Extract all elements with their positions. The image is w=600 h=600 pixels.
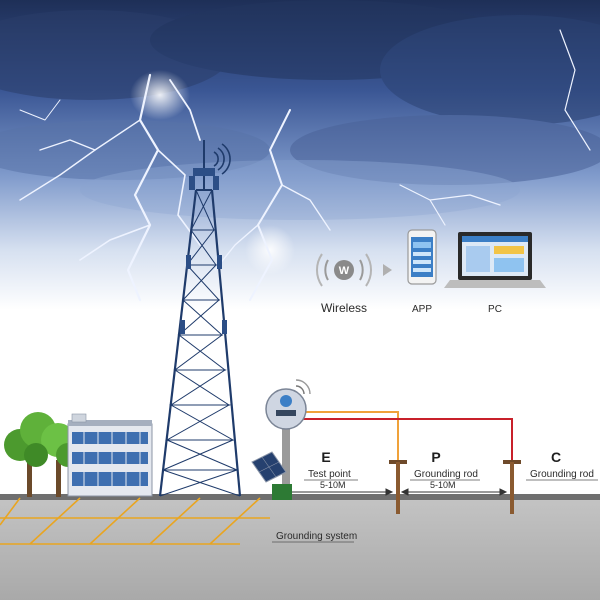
solar-panel bbox=[251, 451, 287, 483]
lightning-bolts bbox=[19, 29, 591, 302]
smartphone-icon bbox=[407, 229, 437, 285]
app-label: APP bbox=[412, 304, 432, 315]
junction-box bbox=[272, 484, 292, 500]
grounding-rod-p bbox=[389, 460, 407, 514]
distance-p-c-label: 5-10M bbox=[430, 480, 456, 490]
wireless-label: Wireless bbox=[321, 301, 367, 315]
grounding-system-label: Grounding system bbox=[276, 531, 357, 542]
wireless-icon bbox=[315, 253, 373, 287]
laptop-icon bbox=[444, 232, 546, 288]
distance-e-p-label: 5-10M bbox=[320, 480, 346, 490]
test-point-label: Test point bbox=[308, 469, 351, 480]
arrow-icon bbox=[383, 264, 392, 276]
equipment-building bbox=[67, 413, 153, 497]
electrode-c-label: C bbox=[551, 449, 561, 465]
electrode-p-label: P bbox=[431, 449, 440, 465]
earth-resistance-tester bbox=[265, 379, 311, 496]
grounding-rod-c bbox=[503, 460, 521, 514]
electrode-e-label: E bbox=[321, 449, 330, 465]
grounding-grid bbox=[0, 497, 270, 545]
telecom-tower bbox=[158, 140, 242, 497]
ground-surface bbox=[0, 494, 600, 500]
pc-label: PC bbox=[488, 304, 502, 315]
grounding-rod-p-label: Grounding rod bbox=[414, 469, 478, 480]
ground-soil bbox=[0, 496, 600, 600]
wireless-badge-text: W bbox=[339, 265, 350, 277]
distance-markers bbox=[292, 488, 508, 496]
grounding-rod-c-label: Grounding rod bbox=[530, 469, 594, 480]
